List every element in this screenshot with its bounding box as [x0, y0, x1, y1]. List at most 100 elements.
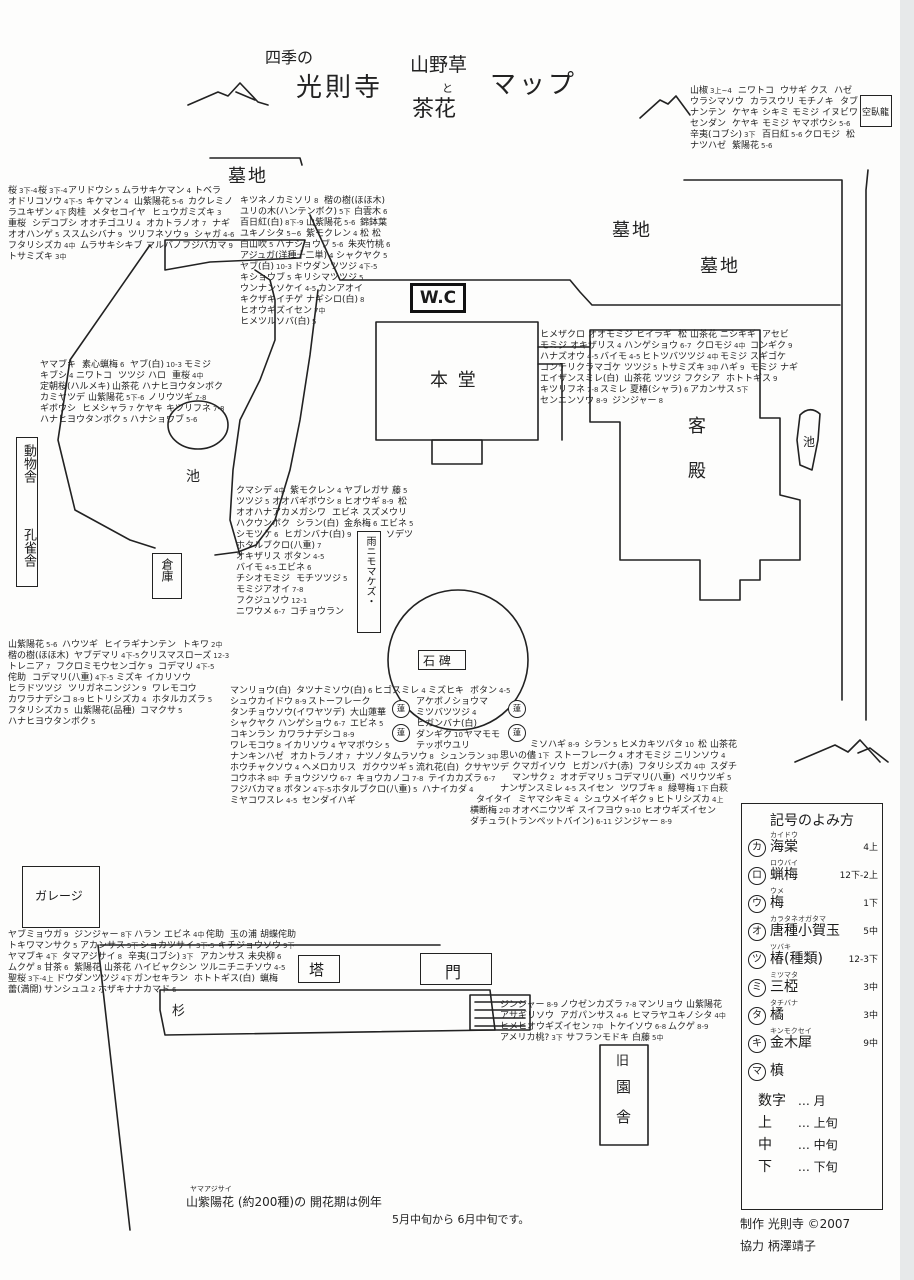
plant-name: ミソハギ [530, 740, 567, 750]
credit-made: 制作 光則寺 ©2007 [740, 1217, 851, 1231]
title-and: と [442, 82, 453, 95]
plant-label: オオベニウツギ [512, 806, 575, 816]
plant-name: エビネ [350, 719, 378, 729]
plant-name: クス [810, 86, 828, 96]
bloom-month: 5-6 [46, 641, 58, 649]
footer-note-line2: 5月中旬から 6月中旬です。 [392, 1213, 530, 1226]
bloom-month: 8-9 [295, 698, 307, 706]
bloom-month: 6-11 [596, 818, 612, 826]
plant-name: 侘助 [206, 930, 225, 940]
plant-name: ヤブデマリ [74, 651, 120, 661]
plant-name: ニリンソウ [674, 751, 720, 761]
legend-key-row: 数字 … 月 [758, 1092, 882, 1114]
plant-name: トケイソウ [608, 1022, 653, 1032]
plant-name: 辛夷(コブシ) [128, 952, 181, 962]
plant-name: 松 [372, 229, 382, 239]
bloom-month: 6 [64, 964, 69, 972]
plant-name: ヒメカキツバタ [620, 740, 684, 750]
bloom-month: 7 [129, 405, 134, 413]
plant-name: アガパンサス [560, 1011, 615, 1021]
bloom-month: 9 [117, 231, 123, 239]
path-line [229, 269, 276, 556]
plant-name: 山紫陽花 [8, 640, 45, 650]
plant-name: 未央柳 [248, 952, 276, 962]
plant-label: マンリョウ(白) [230, 686, 291, 696]
bloom-month: 9 [148, 663, 153, 671]
plant-name: 蕾(満開) [8, 985, 43, 995]
plant-name: ヒガンバナ(白) [284, 530, 346, 540]
plant-name: 山茶花 [104, 963, 132, 973]
bloom-month: 5 [73, 942, 78, 950]
legend-month: 9中 [863, 1039, 878, 1049]
legend-symbol: ツ [748, 951, 766, 969]
plant-label: 松 [846, 130, 855, 140]
plant-name: トサミズキ [660, 363, 706, 373]
bloom-month: 4 [69, 372, 74, 380]
bloom-month: 9 [773, 375, 778, 383]
plant-label: エイザンスミレ(白) [540, 374, 619, 384]
plant-label: ヤブ(白)10-3 [130, 360, 182, 370]
plant-name: モチノキ [798, 97, 834, 107]
bloom-month: 4下 [55, 209, 67, 217]
plant-name: オカトラノオ [146, 219, 200, 229]
bloom-month: 5 [607, 774, 612, 782]
plant-label: サフランモドキ [566, 1033, 629, 1043]
plant-name: チシオモミジ [236, 574, 291, 584]
footer-note-reading: ヤマアジサイ [190, 1185, 232, 1193]
legend-title: 記号のよみ方 [770, 813, 854, 829]
plant-name: 山紫陽花 [88, 393, 125, 403]
plant-label: シデコブシ [32, 219, 77, 229]
plant-name: アリドウシ [68, 186, 114, 196]
plant-label: テッポウユリ [416, 741, 470, 751]
plant-name: ヤブ(白) [130, 360, 165, 370]
plant-label: タイタイ [476, 795, 512, 805]
plant-name: センダイハギ [302, 796, 356, 806]
plant-name: ヤマブキ [8, 952, 45, 962]
bloom-month: 6-8 [654, 1023, 667, 1031]
legend-key-term: 上 [758, 1115, 772, 1131]
plant-name: クマシデ [236, 486, 273, 496]
plant-name: ハンゲショウ [278, 719, 333, 729]
plant-name: クマガイソウ [512, 762, 567, 772]
plant-name: ヒイラギ [636, 330, 673, 340]
bloom-month: 6 [307, 564, 312, 572]
plant-name: ミヤマシキミ [518, 795, 573, 805]
plant-name: ハギ [720, 363, 739, 373]
plant-name: ヒオウギズイセン [240, 306, 313, 316]
plant-label: モミジ [184, 360, 211, 370]
bloom-month: 4 [186, 187, 192, 195]
plant-name: 紫モクレン [290, 486, 336, 496]
plant-label: 重桜 [8, 219, 26, 229]
plant-label: ナギ [780, 363, 798, 373]
bloom-month: 8-9 [568, 741, 580, 749]
plant-label: ミズヒキ [428, 686, 464, 696]
plant-name: ナギ [212, 219, 231, 229]
bloom-month: 8 [314, 197, 319, 205]
plant-name: テイカカズラ [428, 774, 483, 784]
bloom-month: 6 [383, 208, 388, 216]
bloom-month: 5 [409, 520, 414, 528]
plant-name: ナンザンスミレ [500, 784, 563, 794]
plant-name: ワレモコウ [230, 741, 275, 751]
plant-name: コンギク [750, 341, 787, 351]
legend-reading: ミツマタ [770, 971, 798, 979]
credit-help: 協力 柄澤靖子 [740, 1239, 816, 1253]
